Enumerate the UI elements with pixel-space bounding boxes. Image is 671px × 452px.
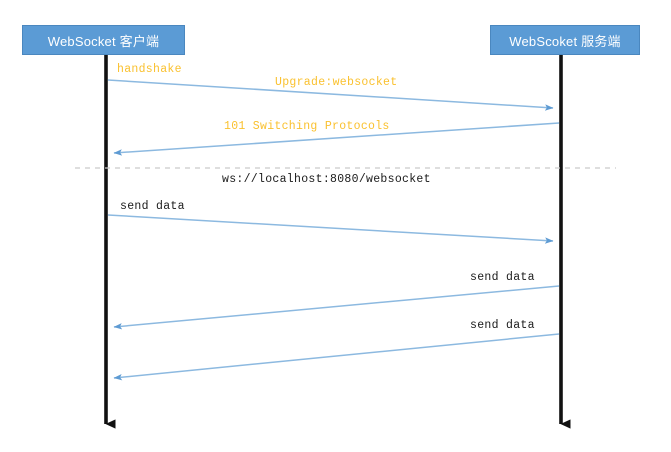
message-label-send-data-2: send data <box>470 271 535 284</box>
actor-client-label: WebSocket 客户端 <box>47 33 160 49</box>
message-arrow-send-data-1 <box>107 214 554 244</box>
message-arrow-send-data-3 <box>113 333 560 381</box>
actor-server: WebScoket 服务端 <box>490 25 640 55</box>
message-label-switching-protocols: 101 Switching Protocols <box>224 120 390 133</box>
actor-client: WebSocket 客户端 <box>22 25 185 55</box>
message-label-upgrade: Upgrade:websocket <box>275 76 398 89</box>
actor-server-label: WebScoket 服务端 <box>509 33 621 49</box>
divider-label-websocket-url: ws://localhost:8080/websocket <box>222 173 431 186</box>
message-label-handshake: handshake <box>117 63 182 76</box>
message-arrow-send-data-2 <box>113 285 560 330</box>
message-label-send-data-3: send data <box>470 319 535 332</box>
message-arrow-handshake <box>107 79 554 111</box>
message-label-send-data-1: send data <box>120 200 185 213</box>
message-arrow-switching-protocols <box>113 122 560 156</box>
